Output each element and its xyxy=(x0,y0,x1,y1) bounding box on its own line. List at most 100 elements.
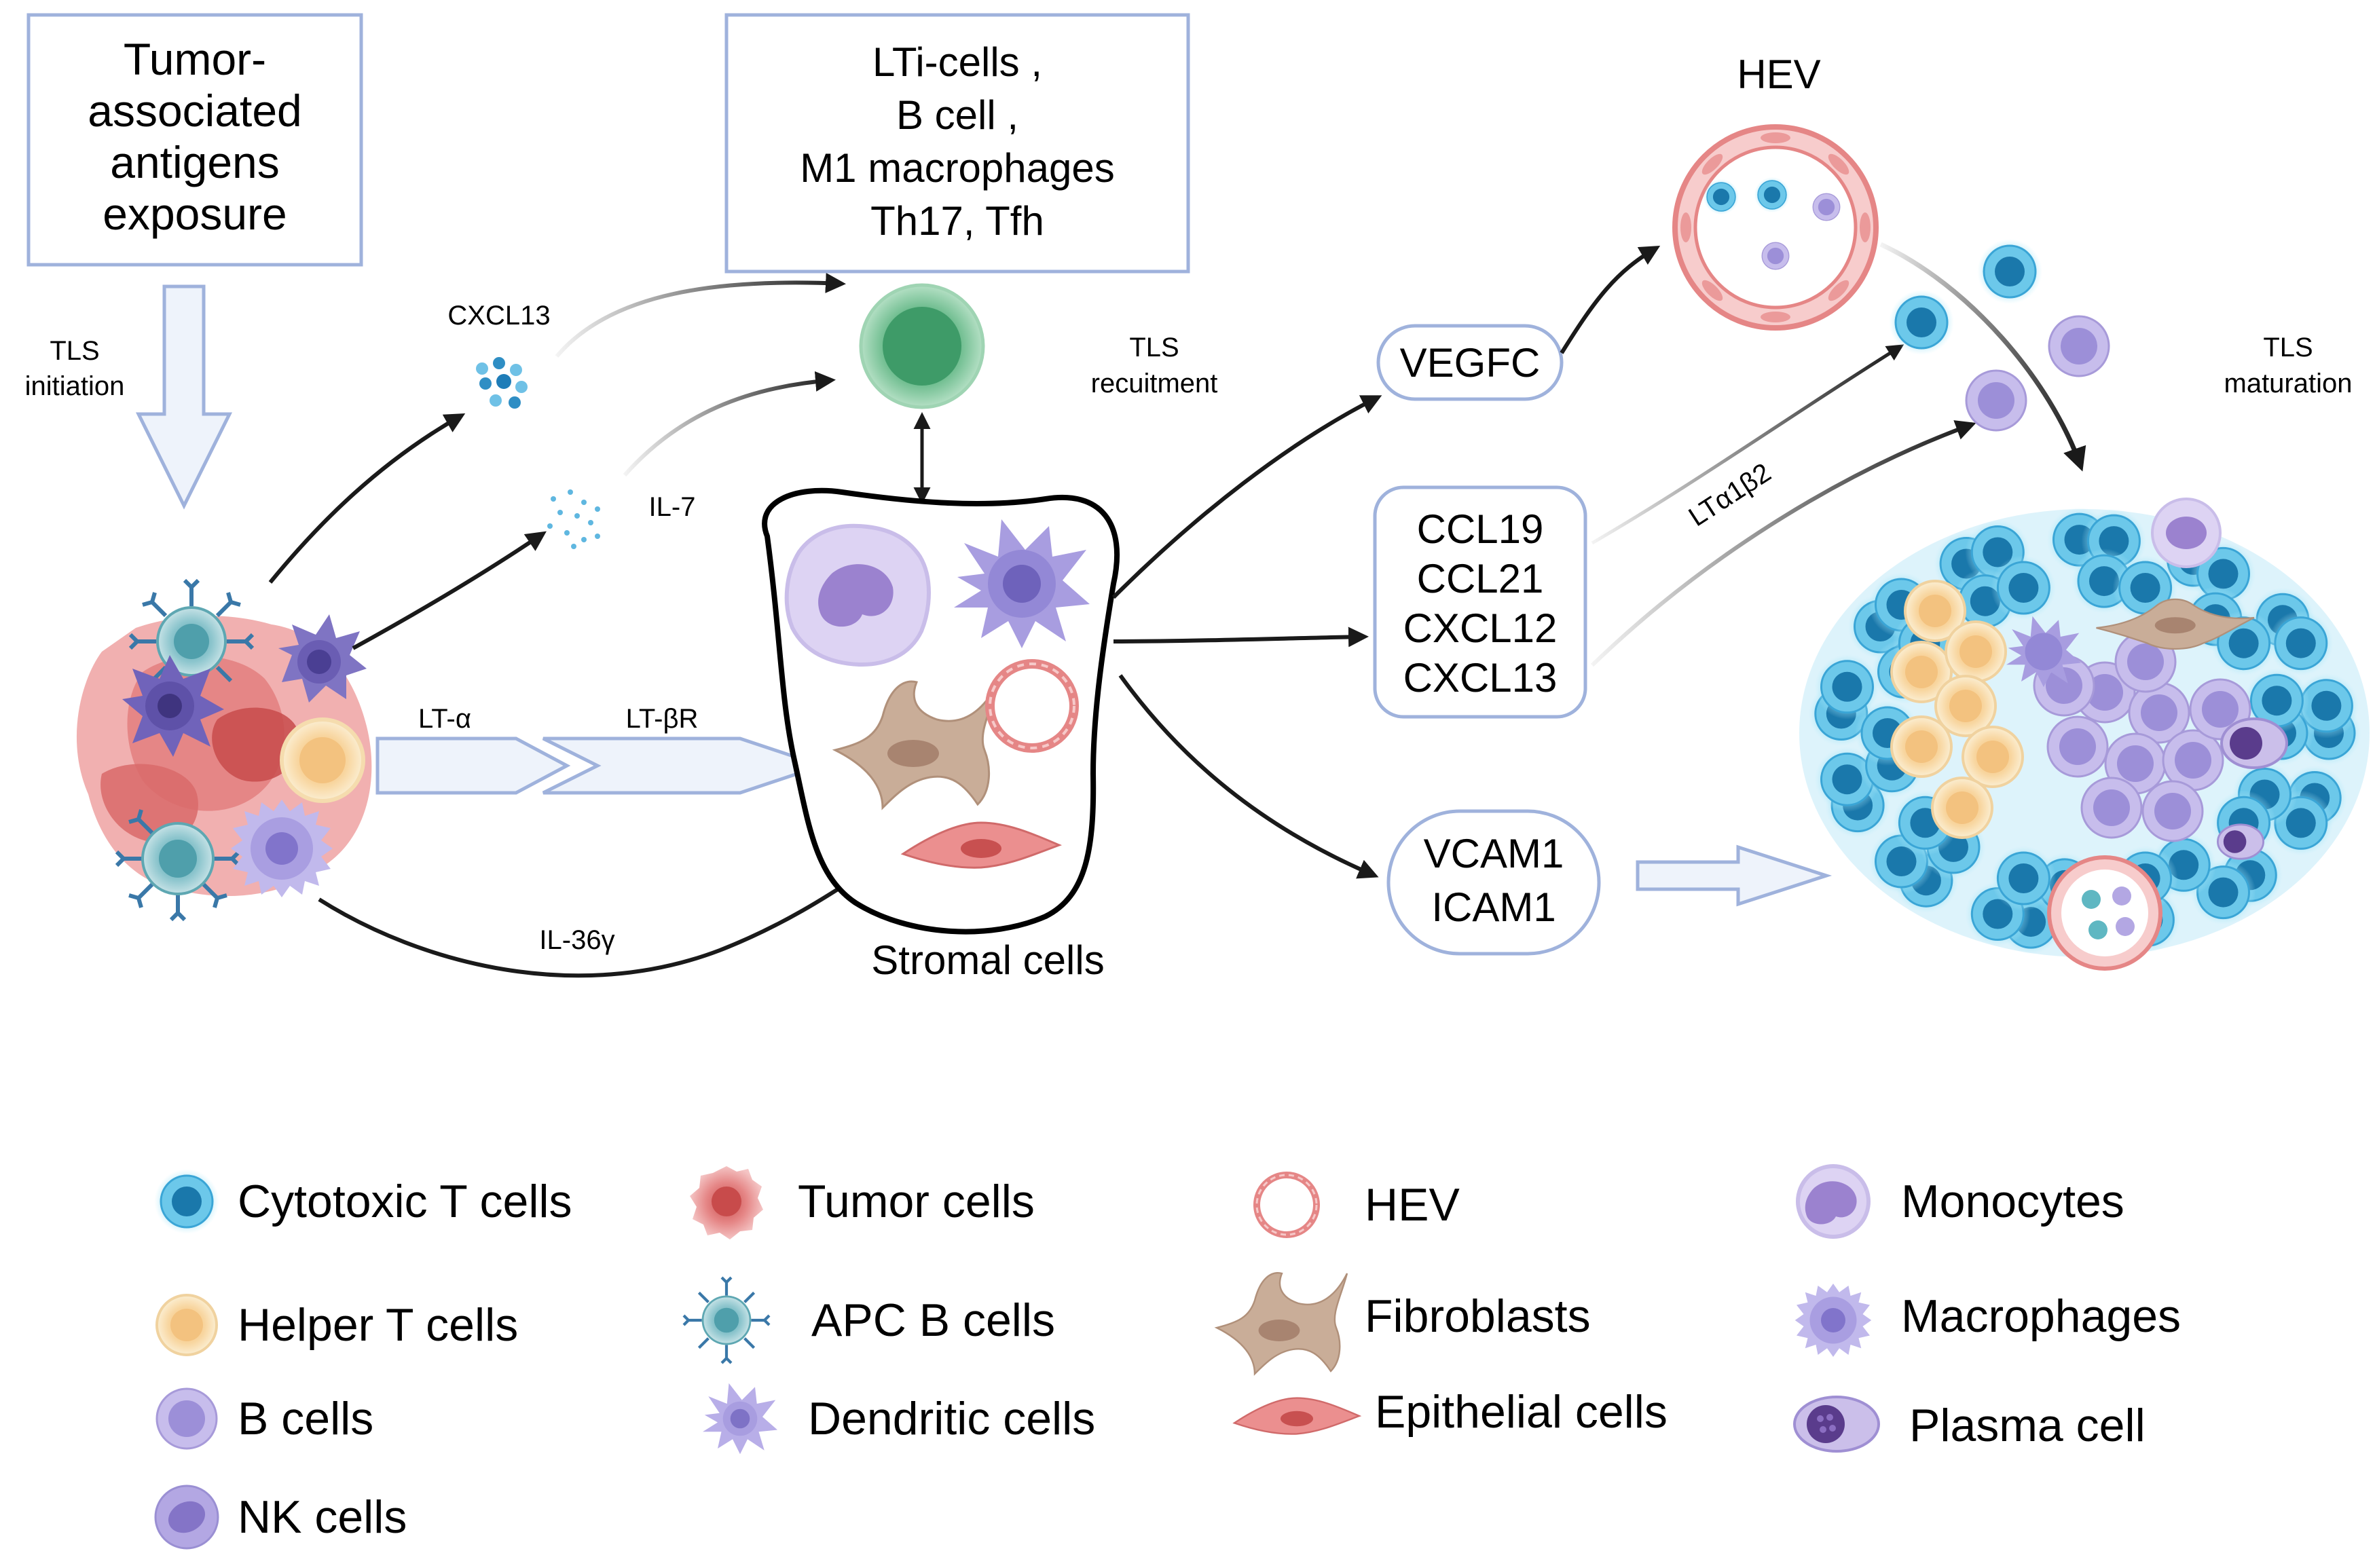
legend: Cytotoxic T cells Helper T cells B cells… xyxy=(153,1164,2181,1550)
lt-beta-r-block-arrow xyxy=(542,736,827,795)
tls-cytotoxic-t-cell xyxy=(2267,610,2335,677)
recruited-cells-box: LTi-cells , B cell , M1 macrophages Th17… xyxy=(724,13,1190,274)
cxcl13-chemokine-dots xyxy=(476,357,528,409)
tls-initiation-line-1: TLS xyxy=(50,336,99,366)
tls-maturation-line-1: TLS xyxy=(2263,333,2313,362)
il7-label: IL-7 xyxy=(649,492,696,522)
arrow-tumor-to-cxcl13 xyxy=(268,413,466,584)
recruited-box-line-3: M1 macrophages xyxy=(800,145,1115,191)
tls-monocyte xyxy=(2151,498,2222,568)
hev-vessel xyxy=(1672,124,1879,331)
stromal-monocyte xyxy=(784,523,931,667)
legend-label-apc: APC B cells xyxy=(811,1294,1055,1346)
hev-title: HEV xyxy=(1737,52,1820,97)
tls-macrophage xyxy=(2006,616,2081,688)
legend-label-tumor: Tumor cells xyxy=(798,1176,1035,1227)
legend-epithelial-cell-icon xyxy=(1232,1397,1362,1435)
legend-label-helper: Helper T cells xyxy=(238,1299,518,1351)
apc-b-cell-bottom xyxy=(115,809,241,922)
arrow-stromal-to-vegfc xyxy=(1111,395,1382,599)
cxcl12-label: CXCL12 xyxy=(1403,605,1558,651)
legend-apc-b-cell-icon xyxy=(682,1276,771,1364)
ccl19-label: CCL19 xyxy=(1417,506,1544,552)
arrow-chemokines-to-cytotoxic xyxy=(1591,344,1904,545)
legend-label-dendritic: Dendritic cells xyxy=(808,1393,1095,1444)
antigen-exposure-box: Tumor- associated antigens exposure xyxy=(26,13,363,267)
legend-helper-t-cell-icon xyxy=(155,1294,218,1356)
il36-label: IL-36γ xyxy=(539,925,614,955)
tls-cytotoxic-t-cell xyxy=(1989,554,2057,622)
antigen-box-line-2: associated xyxy=(88,86,302,136)
tls-hev xyxy=(2047,855,2162,971)
initiation-down-arrow xyxy=(135,284,233,510)
legend-dendritic-cell-icon xyxy=(703,1383,777,1455)
recruited-box-line-4: Th17, Tfh xyxy=(870,198,1044,244)
lt-alpha-label: LT-α xyxy=(418,704,471,734)
legend-label-fibroblasts: Fibroblasts xyxy=(1365,1290,1591,1342)
adhesion-box: VCAM1 ICAM1 xyxy=(1386,809,1601,956)
lt-beta-r-label: LT-βR xyxy=(626,704,699,734)
tls-recruitment-line-2: recuitment xyxy=(1091,369,1218,398)
legend-fibroblast-icon xyxy=(1214,1272,1348,1376)
legend-label-hev: HEV xyxy=(1365,1179,1460,1231)
stromal-cells-label: Stromal cells xyxy=(871,937,1104,983)
dendritic-cell-tumor-2 xyxy=(122,655,224,757)
legend-label-nk: NK cells xyxy=(238,1491,407,1543)
legend-plasma-cell-icon xyxy=(1793,1396,1880,1453)
recruited-box-line-2: B cell , xyxy=(896,92,1018,138)
arrow-tumor-to-il7 xyxy=(352,531,547,650)
free-cytotoxic-t-cell-2 xyxy=(1888,288,1955,356)
antigen-box-line-3: antigens xyxy=(110,137,280,187)
free-cytotoxic-t-cell-1 xyxy=(1976,238,2044,305)
arrow-stromal-to-adhesion xyxy=(1118,674,1379,879)
tumor-cluster xyxy=(76,578,372,922)
stromal-fibroblast xyxy=(832,680,999,810)
helper-t-cell-tumor xyxy=(280,717,365,803)
arrow-chemokines-to-bcell xyxy=(1590,420,1976,667)
tls-initiation-line-2: initiation xyxy=(25,371,125,401)
legend-macrophage-icon xyxy=(1794,1284,1872,1357)
legend-label-epithelial: Epithelial cells xyxy=(1375,1386,1668,1438)
lti-cell xyxy=(859,283,985,409)
cxcl13-label: CXCL13 xyxy=(447,301,550,331)
recruited-box-line-1: LTi-cells , xyxy=(872,39,1042,85)
free-b-cell-2 xyxy=(1965,369,2027,432)
lta1b2-label: LTα1β2 xyxy=(1684,458,1777,532)
legend-tumor-cell-icon xyxy=(690,1166,763,1239)
adhesion-to-tls-block-arrow xyxy=(1636,844,1833,907)
tls-maturation-line-2: maturation xyxy=(2224,369,2353,398)
antigen-box-line-4: exposure xyxy=(103,189,287,239)
arrow-vegfc-to-hev xyxy=(1560,245,1661,354)
free-b-cell-1 xyxy=(2048,315,2110,377)
legend-hev-icon xyxy=(1253,1172,1320,1238)
legend-label-plasma: Plasma cell xyxy=(1909,1400,2146,1451)
legend-monocyte-icon xyxy=(1796,1164,1871,1239)
vegfc-box: VEGFC xyxy=(1376,324,1564,401)
legend-cytotoxic-t-cell-icon xyxy=(153,1168,221,1235)
tls-cytotoxic-t-cell xyxy=(1989,844,2057,912)
arrow-hev-to-tls xyxy=(1879,242,2086,472)
tls-plasma-cell-2 xyxy=(2217,823,2264,860)
arrow-stromal-to-chemokines xyxy=(1113,627,1369,648)
antigen-box-line-1: Tumor- xyxy=(124,34,266,84)
tls-recruitment-line-1: TLS xyxy=(1129,333,1179,362)
legend-label-monocytes: Monocytes xyxy=(1901,1176,2124,1227)
cxcl13-factor-label: CXCL13 xyxy=(1403,655,1558,701)
vegfc-label: VEGFC xyxy=(1400,340,1541,386)
legend-nk-cell-icon xyxy=(154,1485,219,1550)
legend-label-b-cells: B cells xyxy=(238,1393,373,1444)
dendritic-cell-tumor xyxy=(278,614,367,703)
stromal-hev xyxy=(985,659,1079,753)
arrow-cxcl13-to-lti xyxy=(555,272,846,358)
stromal-macrophage xyxy=(954,519,1090,648)
legend-label-cytotoxic: Cytotoxic T cells xyxy=(238,1176,572,1227)
tls-plasma-cell-1 xyxy=(2220,717,2288,769)
stromal-epithelial-cell xyxy=(900,821,1063,869)
vcam1-label: VCAM1 xyxy=(1424,831,1564,876)
mature-tls-cluster xyxy=(1799,498,2370,971)
arrow-il36-to-stromal xyxy=(318,866,872,978)
legend-label-macrophages: Macrophages xyxy=(1901,1290,2181,1342)
arrow-il7-to-lti xyxy=(623,371,836,477)
